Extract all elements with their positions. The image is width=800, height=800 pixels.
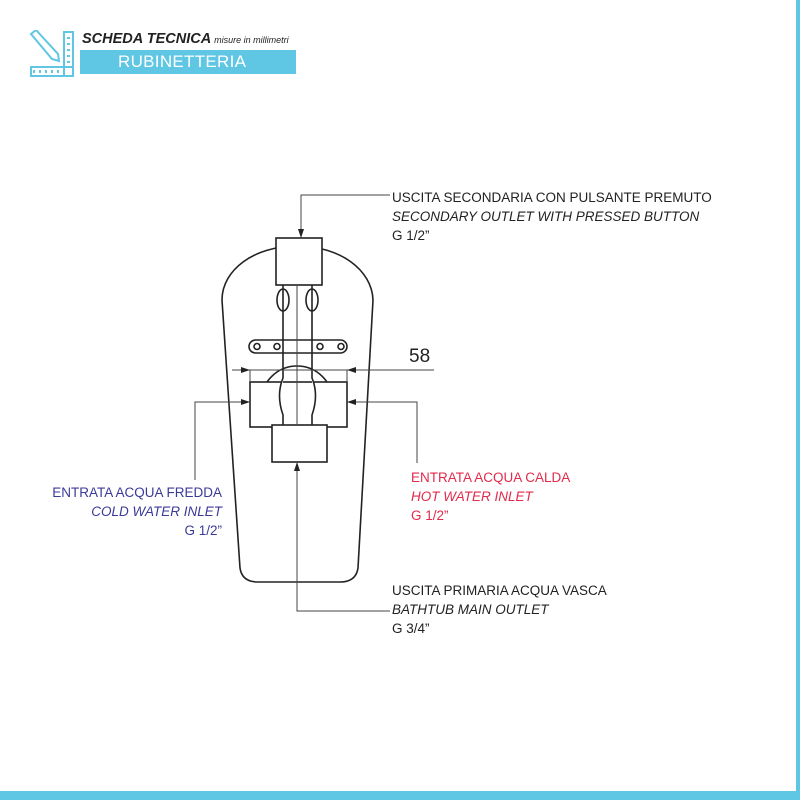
width-dimension: 58 xyxy=(409,346,431,367)
ruler-pencil-icon xyxy=(29,30,74,77)
page-border-right xyxy=(796,0,800,800)
page-border-bottom xyxy=(0,791,800,800)
bottom-outlet-block xyxy=(271,424,328,463)
sheet-subtitle: misure in millimetri xyxy=(214,35,289,45)
body-outline xyxy=(221,245,374,583)
top-outlet-block xyxy=(275,237,323,286)
inlet-block xyxy=(249,381,348,428)
category-banner: RUBINETTERIA xyxy=(80,50,296,74)
handle-bar xyxy=(248,339,348,354)
